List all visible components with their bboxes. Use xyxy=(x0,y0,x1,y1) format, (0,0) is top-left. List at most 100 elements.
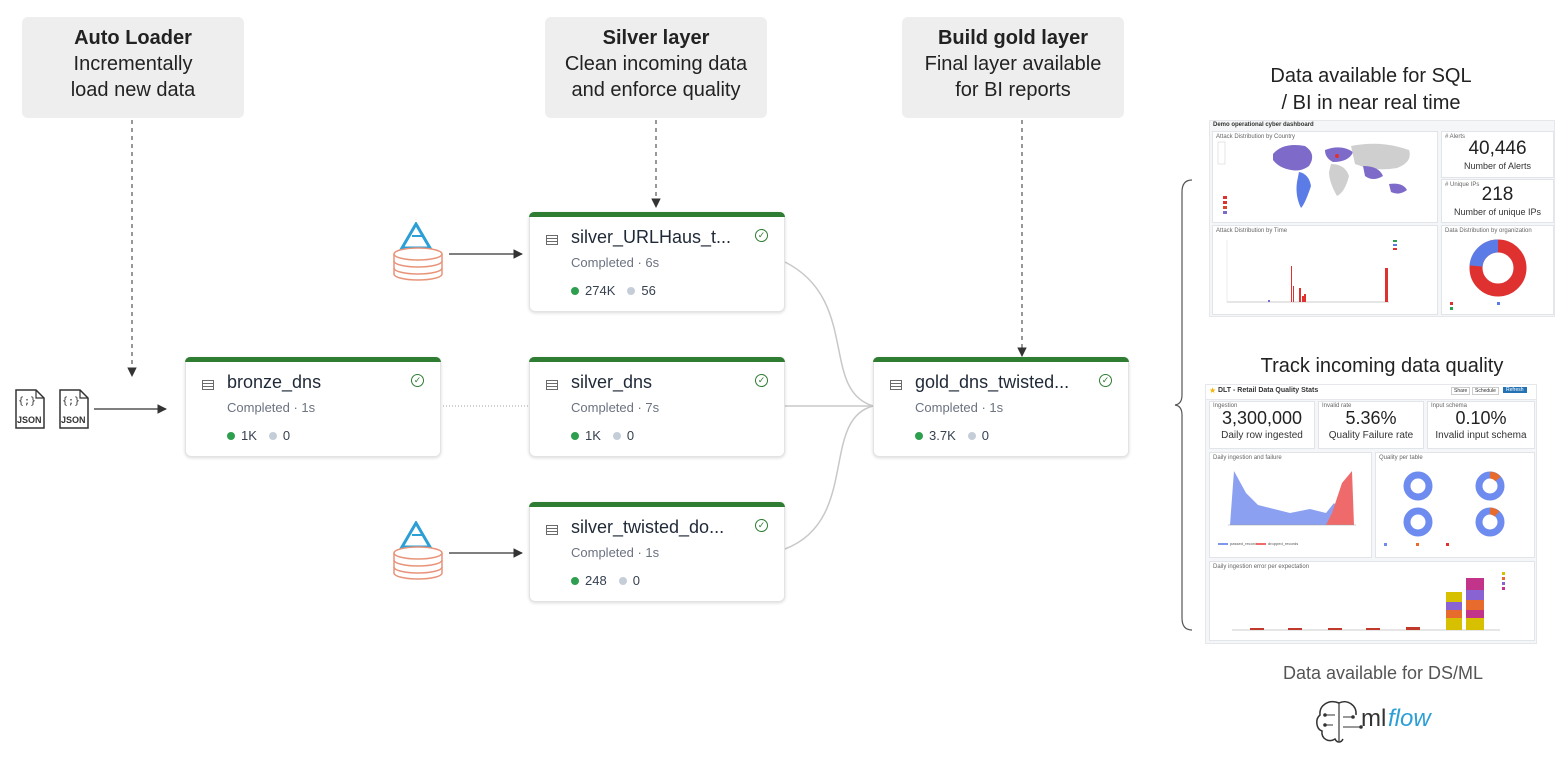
kpi-label: Quality Failure rate xyxy=(1328,430,1414,441)
delta-table-icon xyxy=(393,521,443,580)
status-bar xyxy=(873,357,1129,362)
quality-dashboard-thumbnail[interactable]: ★ DLT - Retail Data Quality Stats Share … xyxy=(1205,384,1537,644)
time-chart-title: Attack Distribution by Time xyxy=(1216,228,1288,234)
rows-count: 3.7K xyxy=(929,428,956,443)
dsml-label: Data available for DS/ML xyxy=(1282,663,1484,683)
rows-count: 248 xyxy=(585,573,607,588)
input-schema-kpi: Input schema 0.10% Invalid input schema xyxy=(1427,401,1535,449)
rows-dot-icon xyxy=(571,576,579,585)
table-icon xyxy=(890,380,902,390)
map-panel: Attack Distribution by Country xyxy=(1212,131,1438,223)
kpi-value: 5.36% xyxy=(1345,408,1397,428)
kpi-label: Invalid input schema xyxy=(1435,430,1527,441)
quality-per-table-panel: Quality per table xyxy=(1375,452,1535,558)
rows-count: 274K xyxy=(585,283,616,298)
twisted-to-gold-edge xyxy=(784,405,874,550)
node-status: Completed · 1s xyxy=(571,545,660,560)
json-glyph: {;} xyxy=(18,396,37,407)
json-file-icon: {;} JSON xyxy=(58,389,90,429)
mlflow-flow-text: flow xyxy=(1388,705,1431,732)
share-button[interactable]: Share xyxy=(1451,387,1471,395)
map-title: Attack Distribution by Country xyxy=(1216,134,1296,140)
dropped-count: 0 xyxy=(626,428,635,443)
rows-dot-icon xyxy=(915,431,923,440)
check-circle-icon: ✓ xyxy=(755,374,768,387)
callout-line: and enforce quality xyxy=(571,79,741,101)
ips-label: Number of unique IPs xyxy=(1453,207,1542,217)
table-icon xyxy=(546,380,558,390)
node-stats: 1K 0 xyxy=(571,428,634,443)
quality-title: Track incoming data quality xyxy=(1260,355,1504,377)
autoloader-callout: Auto Loader Incrementally load new data xyxy=(22,17,244,118)
error-per-expectation-panel: Daily ingestion error per expectation xyxy=(1209,561,1535,641)
rows-count: 1K xyxy=(585,428,601,443)
chart-title: Daily ingestion and failure xyxy=(1213,455,1282,461)
callout-line: Final layer available xyxy=(924,53,1102,75)
dropped-dot-icon xyxy=(618,576,627,585)
kpi-head: Ingestion xyxy=(1213,403,1238,409)
cyber-dashboard-thumbnail[interactable]: Demo operational cyber dashboard Attack … xyxy=(1209,120,1555,317)
node-silver-urlhaus[interactable]: silver_URLHaus_t... ✓ Completed · 6s 274… xyxy=(529,212,785,312)
star-icon: ★ xyxy=(1209,386,1217,395)
alerts-label: Number of Alerts xyxy=(1463,161,1532,171)
rows-dot-icon xyxy=(571,431,579,440)
node-silver-twisted[interactable]: silver_twisted_do... ✓ Completed · 1s 24… xyxy=(529,502,785,602)
check-circle-icon: ✓ xyxy=(1099,374,1112,387)
callout-line: load new data xyxy=(70,79,196,101)
ips-head: # Unique IPs xyxy=(1445,182,1480,188)
daily-ingestion-panel: Daily ingestion and failure passed_recor… xyxy=(1209,452,1372,558)
dropped-dot-icon xyxy=(268,431,277,440)
node-stats: 274K 56 xyxy=(571,283,656,298)
delta-table-icon xyxy=(393,222,443,281)
attack-time-chart xyxy=(1226,240,1397,303)
sql-bi-title: Data available for SQL / BI in near real… xyxy=(1206,63,1536,117)
sql-bi-title-line: / BI in near real time xyxy=(1281,92,1461,114)
json-file-shape xyxy=(15,389,45,429)
invalid-rate-kpi: Invalid rate 5.36% Quality Failure rate xyxy=(1318,401,1424,449)
ingestion-kpi: Ingestion 3,300,000 Daily row ingested xyxy=(1209,401,1315,449)
legend-passed: passed_records xyxy=(1230,541,1258,546)
table-icon xyxy=(546,525,558,535)
world-map-graphic xyxy=(1217,141,1410,214)
dropped-count: 0 xyxy=(282,428,291,443)
dropped-dot-icon xyxy=(627,286,636,295)
node-name: gold_dns_twisted... xyxy=(915,372,1070,392)
kpi-value: 0.10% xyxy=(1455,408,1507,428)
right-brace xyxy=(1174,179,1193,631)
dashboard-title: Demo operational cyber dashboard xyxy=(1213,122,1314,128)
org-chart-title: Data Distribution by organization xyxy=(1445,228,1532,234)
check-circle-icon: ✓ xyxy=(755,519,768,532)
kpi-label: Daily row ingested xyxy=(1221,430,1303,441)
dropped-count: 56 xyxy=(641,283,656,298)
node-status: Completed · 7s xyxy=(571,400,660,415)
node-silver-dns[interactable]: silver_dns ✓ Completed · 7s 1K 0 xyxy=(529,357,785,457)
json-file-shape xyxy=(59,389,89,429)
status-bar xyxy=(529,212,785,217)
org-donut-chart xyxy=(1450,239,1527,310)
alerts-kpi: # Alerts 40,446 Number of Alerts xyxy=(1441,131,1554,178)
rows-count: 1K xyxy=(241,428,257,443)
refresh-button[interactable]: Refresh xyxy=(1503,387,1527,393)
node-gold-dns-twisted[interactable]: gold_dns_twisted... ✓ Completed · 1s 3.7… xyxy=(873,357,1129,457)
chart-title: Daily ingestion error per expectation xyxy=(1213,564,1310,570)
legend-dropped: dropped_records xyxy=(1268,541,1298,546)
kpi-value: 3,300,000 xyxy=(1221,408,1303,428)
urlhaus-to-gold-edge xyxy=(784,261,874,407)
attack-time-panel: Attack Distribution by Time xyxy=(1212,225,1438,315)
node-name: silver_dns xyxy=(571,372,653,392)
status-bar xyxy=(529,357,785,362)
silver-callout: Silver layer Clean incoming data and enf… xyxy=(545,17,767,118)
callout-line: Incrementally xyxy=(73,53,193,75)
brain-circuit-icon xyxy=(1316,701,1363,743)
dropped-dot-icon xyxy=(612,431,621,440)
callout-title: Build gold layer xyxy=(937,27,1089,49)
schedule-button[interactable]: Schedule xyxy=(1472,387,1499,395)
node-status: Completed · 1s xyxy=(915,400,1004,415)
error-per-expectation-chart xyxy=(1232,572,1505,631)
alerts-value: 40,446 xyxy=(1468,138,1527,159)
alerts-head: # Alerts xyxy=(1445,134,1466,140)
